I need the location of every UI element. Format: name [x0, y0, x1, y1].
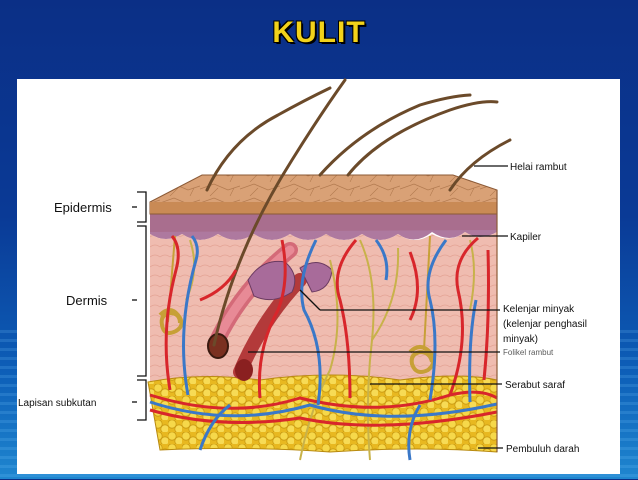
label-kapiler: Kapiler — [510, 232, 542, 243]
label-epidermis: Epidermis — [54, 200, 112, 215]
label-kelenjar-minyak-3: minyak) — [503, 334, 538, 345]
label-serabut-saraf: Serabut saraf — [505, 380, 565, 391]
label-pembuluh-darah: Pembuluh darah — [506, 444, 579, 455]
label-dermis: Dermis — [66, 293, 108, 308]
dermis-layer — [150, 232, 497, 385]
label-helai-rambut: Helai rambut — [510, 162, 567, 173]
label-kelenjar-minyak-1: Kelenjar minyak — [503, 304, 575, 315]
bracket-epidermis — [132, 192, 146, 222]
bracket-dermis — [132, 226, 146, 376]
epidermis-layer — [150, 202, 497, 240]
label-kelenjar-minyak-2: (kelenjar penghasil — [503, 319, 587, 330]
bracket-subkutan — [132, 380, 146, 420]
label-folikel-rambut: Folikel rambut — [503, 348, 554, 357]
label-lapisan-subkutan: Lapisan subkutan — [18, 398, 96, 409]
